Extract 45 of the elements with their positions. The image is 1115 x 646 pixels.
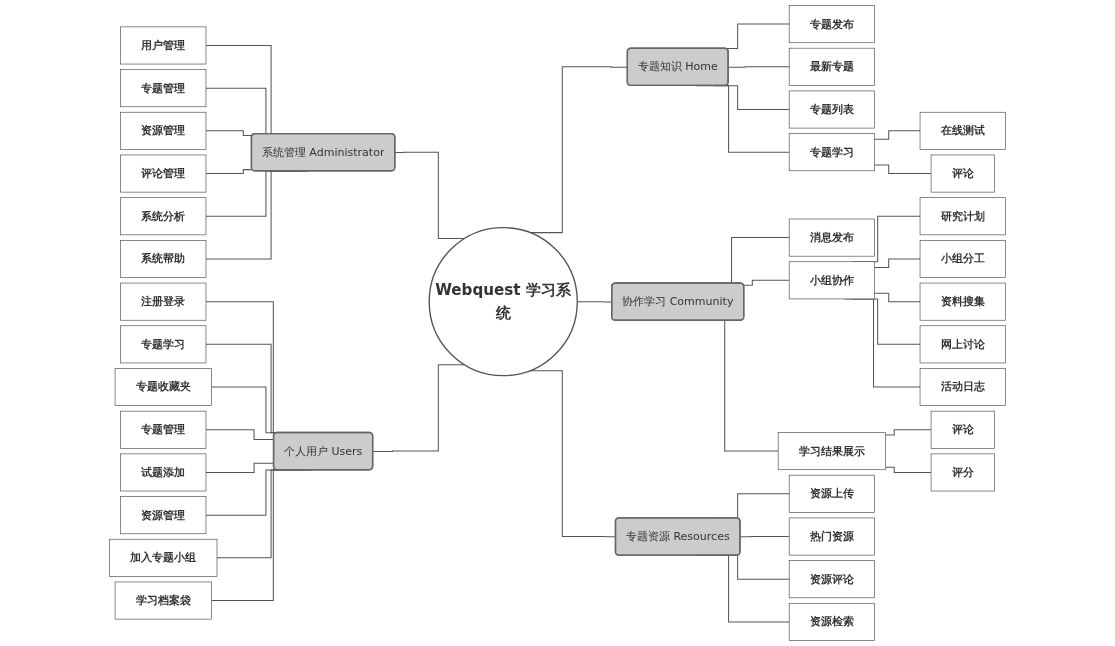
connector [885, 429, 932, 436]
connector [874, 292, 921, 303]
node-box: 评论管理 [120, 154, 207, 193]
connector [372, 364, 466, 452]
node-box: 专题发布 [788, 5, 875, 44]
connector [885, 466, 932, 473]
node-box: 专题学习 [788, 133, 875, 172]
node-box: 评分 [930, 453, 995, 492]
node-box: 专题管理 [120, 69, 207, 108]
connector [874, 130, 921, 140]
node-box: 资料搜集 [919, 282, 1006, 321]
node-box: 专题学习 [120, 325, 207, 364]
node-box: 系统分析 [120, 197, 207, 236]
node-box: 资源检索 [788, 602, 875, 641]
node-box: 评论 [930, 154, 995, 193]
node-box: 系统帮助 [120, 240, 207, 278]
node-circle: Webquest 学习系统 [428, 226, 578, 377]
node-box: 资源管理 [120, 496, 207, 535]
node-box: 用户管理 [120, 26, 207, 65]
node-box: 消息发布 [788, 218, 875, 257]
node-box: 研究计划 [919, 197, 1006, 236]
node-box: 活动日志 [919, 368, 1006, 406]
node-box: 试题添加 [120, 453, 207, 492]
node-box: 专题管理 [120, 410, 207, 449]
connector [874, 164, 932, 175]
node-box: 热门资源 [788, 517, 875, 556]
node-box: 专题收藏夹 [114, 368, 212, 406]
node-box: 学习档案袋 [114, 581, 212, 620]
node-box: 小组协作 [788, 261, 875, 300]
connector [874, 258, 921, 268]
node-box: 资源管理 [120, 111, 207, 150]
node-box: 注册登录 [120, 282, 207, 321]
node-box: 最新专题 [788, 47, 875, 86]
node-box: 学习结果展示 [777, 432, 886, 471]
node-box: 小组分工 [919, 240, 1006, 278]
connector [743, 279, 790, 286]
node-box: 网上讨论 [919, 325, 1006, 364]
connector [205, 169, 253, 175]
node-box: 资源上传 [788, 474, 875, 513]
connector [739, 536, 790, 538]
node-box: 评论 [930, 410, 995, 449]
node-box: 资源评论 [788, 560, 875, 599]
node-box: 专题列表 [788, 90, 875, 129]
node-box: 在线测试 [919, 111, 1006, 150]
node-box: 加入专题小组 [109, 538, 218, 577]
